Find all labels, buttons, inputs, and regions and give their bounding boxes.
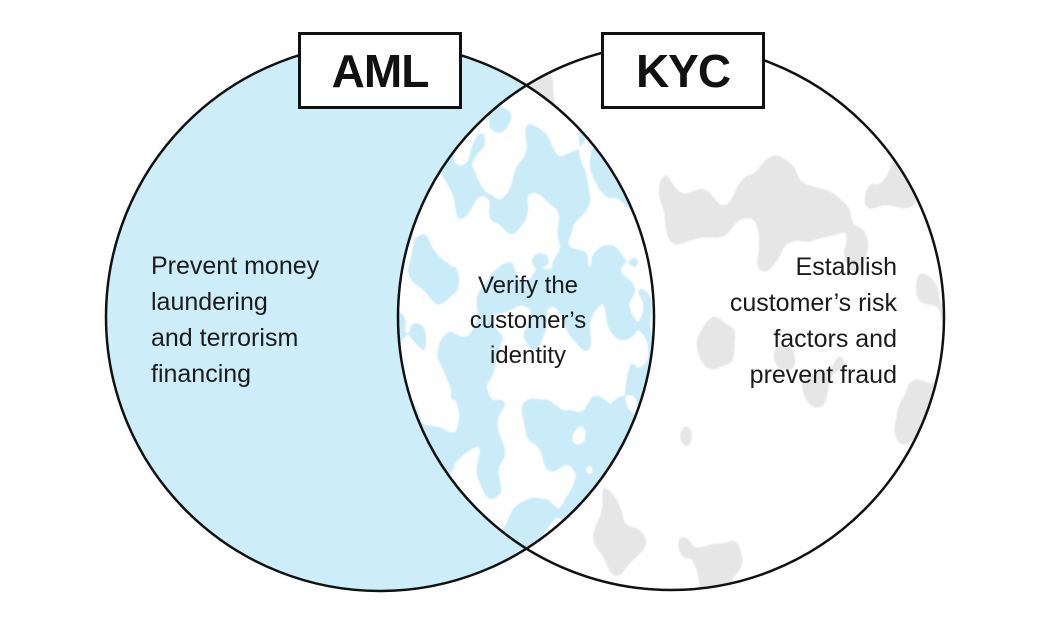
aml-region-text: Prevent money laundering and terrorism f…	[151, 252, 320, 388]
aml-label-box: AML	[298, 32, 462, 109]
kyc-label-box: KYC	[601, 32, 765, 109]
kyc-label: KYC	[635, 44, 731, 97]
aml-label: AML	[331, 44, 430, 97]
overlap-region-text: Verify the customer’s identity	[469, 272, 587, 369]
kyc-region-text: Establish customer’s risk factors and pr…	[729, 253, 897, 389]
